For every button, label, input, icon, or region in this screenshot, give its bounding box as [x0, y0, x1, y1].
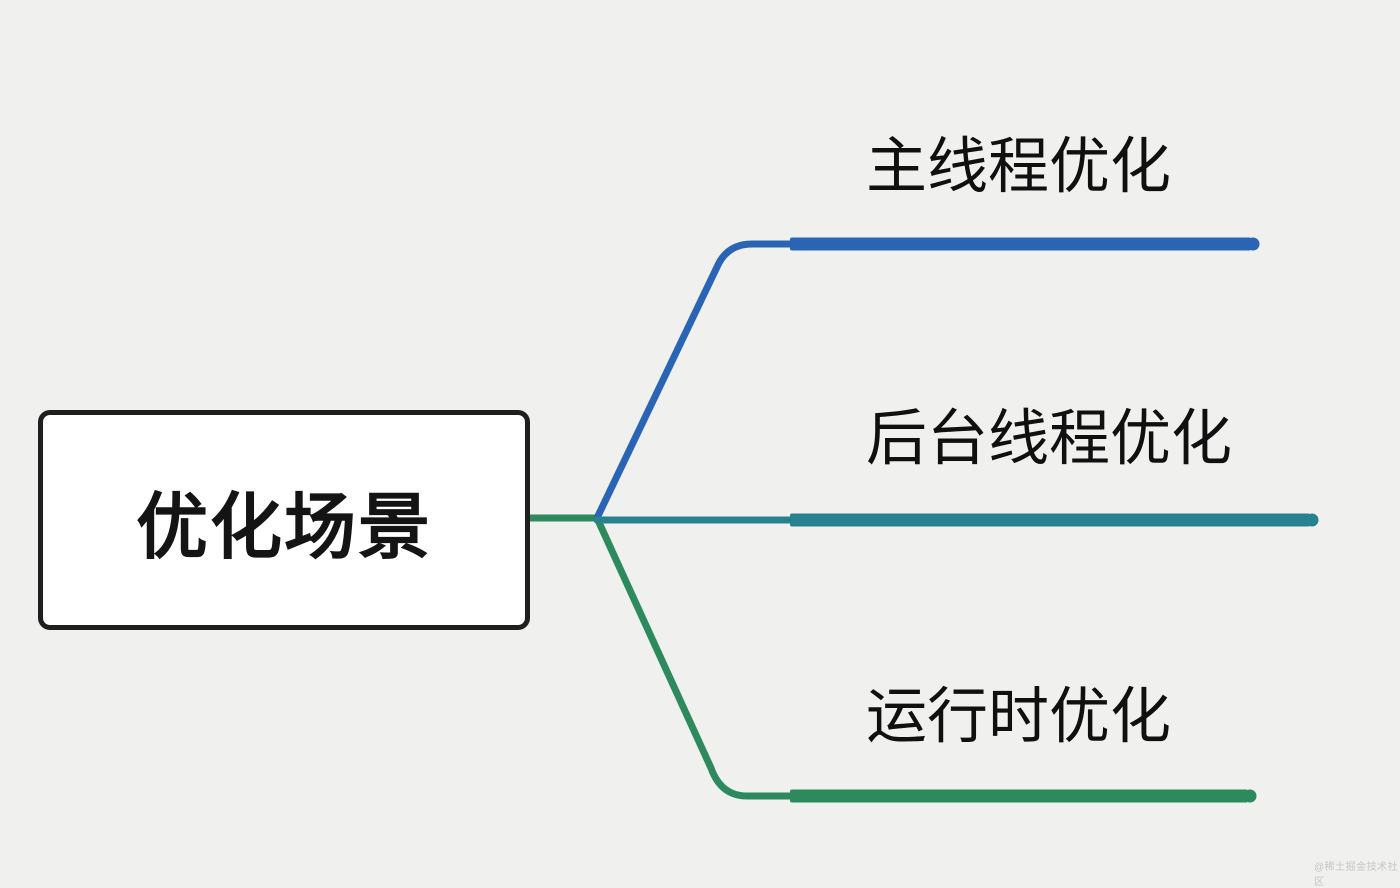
branch-underline-tip-runtime — [1243, 789, 1257, 803]
root-node[interactable]: 优化场景 — [38, 410, 530, 630]
branch-underline-tip-background-thread — [1305, 513, 1319, 527]
branch-line-main-thread — [593, 240, 796, 522]
branch-underline-runtime — [790, 789, 1248, 803]
branch-bar-main-thread[interactable] — [790, 237, 1260, 251]
branch-bar-background-thread[interactable] — [790, 513, 1319, 527]
branch-node-background-thread[interactable]: 后台线程优化 — [866, 404, 1233, 472]
watermark: @稀土掘金技术社区 — [1314, 862, 1399, 888]
branch-underline-background-thread — [790, 513, 1310, 527]
branch-underline-tip-main-thread — [1246, 237, 1260, 251]
branch-underline-main-thread — [790, 237, 1251, 251]
branch-node-runtime[interactable]: 运行时优化 — [866, 682, 1172, 750]
branch-node-main-thread[interactable]: 主线程优化 — [866, 132, 1172, 200]
branch-line-runtime — [527, 514, 796, 800]
branch-bar-runtime[interactable] — [790, 789, 1257, 803]
